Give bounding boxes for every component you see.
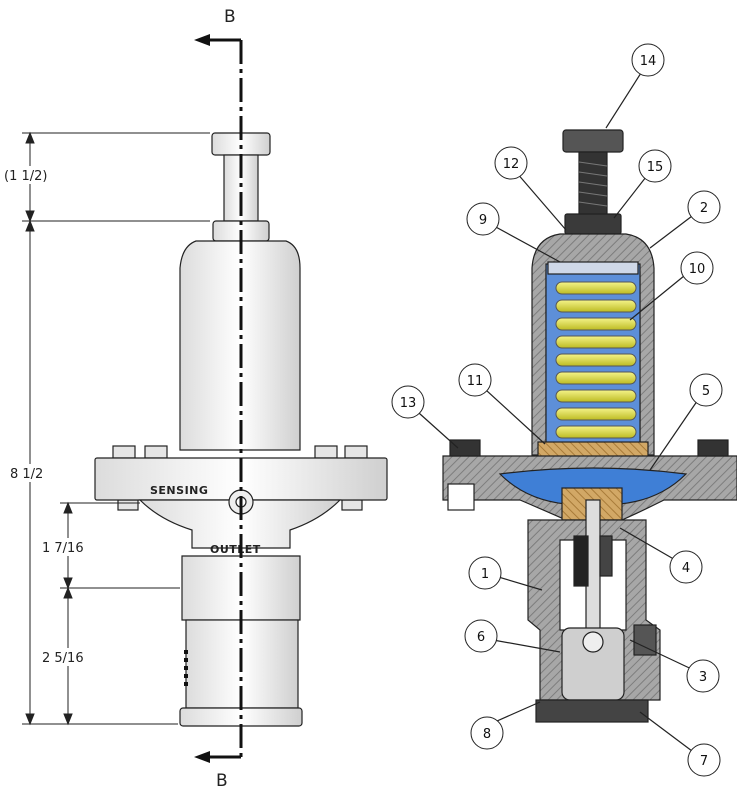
callouts: 1 2 3 4 5 6 7 8 9 10 11 12 13 14 15	[391, 43, 723, 777]
svg-text:10: 10	[689, 262, 706, 277]
callout-2: 2	[687, 190, 721, 224]
dim-sensing-bg	[40, 538, 96, 556]
callout-8: 8	[470, 716, 504, 750]
svg-text:8: 8	[483, 727, 491, 742]
svg-text:13: 13	[400, 396, 417, 411]
callout-4: 4	[669, 550, 703, 584]
dim-outlet-bg	[40, 648, 96, 666]
svg-text:5: 5	[702, 384, 710, 399]
adjusting-bolt-head-section	[562, 129, 624, 153]
section-label-top: B	[224, 7, 236, 27]
svg-text:12: 12	[503, 157, 520, 172]
dim-overall: 8 1/2	[10, 467, 43, 482]
callout-3: 3	[686, 659, 720, 693]
dim-overall-bg	[8, 464, 50, 482]
lower-housing	[138, 499, 342, 549]
section-label-bottom: B	[216, 771, 228, 791]
jam-nut	[564, 213, 622, 235]
dim-sensing-height: 1 7/16	[42, 541, 84, 556]
svg-text:14: 14	[640, 54, 657, 69]
diaphragm	[498, 467, 688, 505]
callout-13: 13	[391, 385, 425, 419]
dim-top-bg	[2, 166, 58, 184]
sensing-stamp: SENSING	[150, 484, 208, 497]
callout-11: 11	[458, 363, 492, 397]
dim-top: (1 1/2)	[4, 169, 47, 184]
dim-outlet-height: 2 5/16	[42, 651, 84, 666]
callout-15: 15	[638, 149, 672, 183]
flange-bolts	[112, 445, 368, 511]
svg-text:3: 3	[699, 670, 707, 685]
svg-text:11: 11	[467, 374, 484, 389]
svg-text:9: 9	[479, 213, 487, 228]
callout-7: 7	[687, 743, 721, 777]
callout-12: 12	[494, 146, 528, 180]
svg-text:4: 4	[682, 561, 690, 576]
callout-14: 14	[631, 43, 665, 77]
svg-text:7: 7	[700, 754, 708, 769]
section-view	[442, 129, 737, 723]
spring-button	[547, 261, 639, 275]
outlet-stamp: OUTLET	[210, 543, 261, 556]
svg-text:1: 1	[481, 567, 489, 582]
callout-5: 5	[689, 373, 723, 407]
callout-9: 9	[466, 202, 500, 236]
callout-6: 6	[464, 619, 498, 653]
svg-text:2: 2	[700, 201, 708, 216]
svg-text:15: 15	[647, 160, 664, 175]
callout-1: 1	[468, 556, 502, 590]
callout-10: 10	[680, 251, 714, 285]
bottom-cap	[535, 699, 649, 723]
spring	[555, 281, 637, 439]
section-line	[194, 34, 243, 763]
svg-text:6: 6	[477, 630, 485, 645]
